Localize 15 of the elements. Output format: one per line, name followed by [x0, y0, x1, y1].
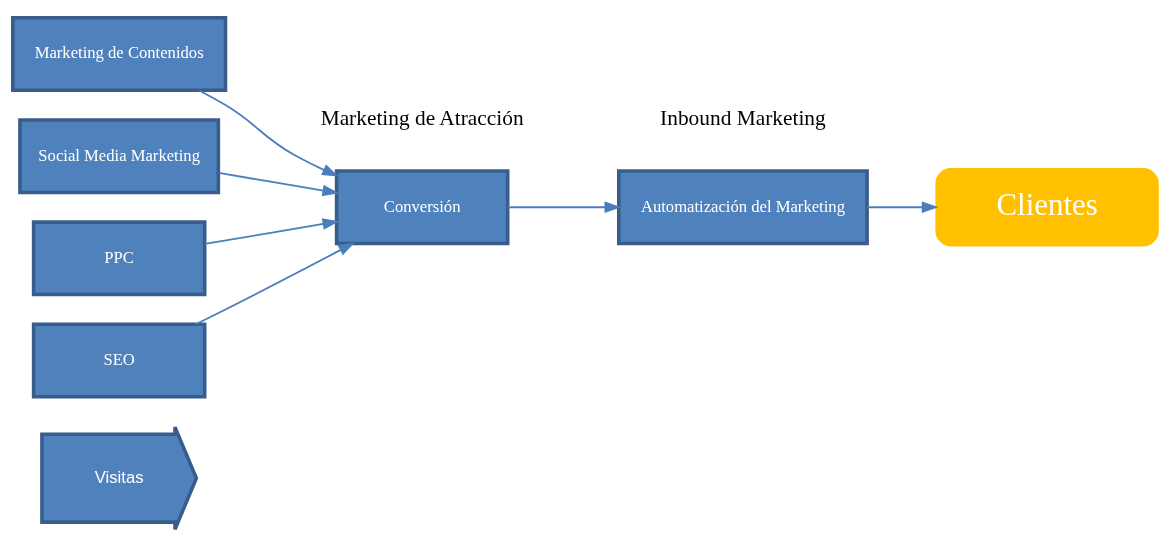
label: Marketing de Atracción	[320, 105, 524, 130]
label: Inbound Marketing	[660, 105, 826, 130]
node-box: Marketing de Contenidos	[11, 15, 228, 92]
node-box: Conversión	[334, 168, 510, 245]
node-box: SEO	[31, 322, 207, 399]
arrow	[866, 200, 939, 213]
node-box: Clientes	[935, 167, 1159, 246]
node-box: Automatización del Marketing	[617, 168, 869, 245]
arrow	[194, 241, 355, 325]
arrow	[198, 89, 339, 177]
arrow	[506, 200, 622, 213]
node-box: PPC	[31, 219, 207, 296]
arrow	[204, 217, 340, 245]
arrow	[217, 171, 340, 196]
node-box: Social Media Marketing	[18, 117, 221, 194]
